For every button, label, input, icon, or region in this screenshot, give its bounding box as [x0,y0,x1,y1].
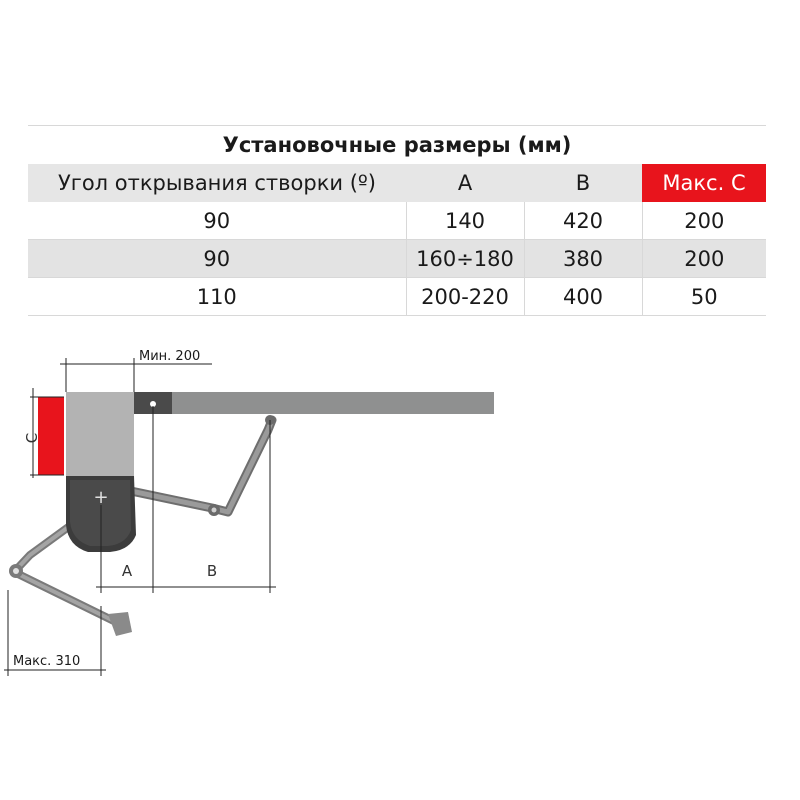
table-row: 90 140 420 200 [28,202,767,240]
bracket-hole [150,401,156,407]
max-c-marker [38,397,64,475]
table-header-row: Угол открывания створки (º) A B Макс. C [28,164,767,202]
cell-angle: 110 [28,277,406,316]
cell-b: 420 [523,202,642,240]
gate-opener-installation-diagram: VIDEOGLAZ C Мин. 200 + A B Макс. 310 [4,349,494,676]
dimension-b-label: B [207,562,217,580]
cell-b: 380 [523,239,642,278]
cell-max-c: 200 [641,202,767,240]
lower-bracket [108,612,132,636]
gate-beam [168,392,494,414]
table-row: 90 160÷180 380 200 [28,239,767,278]
pivot-plus-icon: + [93,487,108,508]
cell-a: 160÷180 [405,239,524,278]
cell-angle: 90 [28,202,406,240]
table-row: 110 200-220 400 50 [28,277,767,316]
dimension-a-label: A [122,562,133,580]
cell-max-c: 50 [641,277,767,316]
header-max-c: Макс. C [642,164,767,202]
max-310-label: Макс. 310 [13,654,80,669]
installation-dimensions-table: Установочные размеры (мм) Угол открывани… [28,125,767,316]
cell-b: 400 [523,277,642,316]
cell-a: 140 [405,202,524,240]
cell-max-c: 200 [641,239,767,278]
header-a: A [406,164,524,202]
header-b: B [524,164,642,202]
header-opening-angle: Угол открывания створки (º) [28,164,406,202]
table-title: Установочные размеры (мм) [28,125,767,164]
pillar [66,392,134,478]
cell-angle: 90 [28,239,406,278]
min-200-label: Мин. 200 [139,349,200,364]
dimension-c-label: C [23,433,41,443]
cell-a: 200-220 [405,277,524,316]
